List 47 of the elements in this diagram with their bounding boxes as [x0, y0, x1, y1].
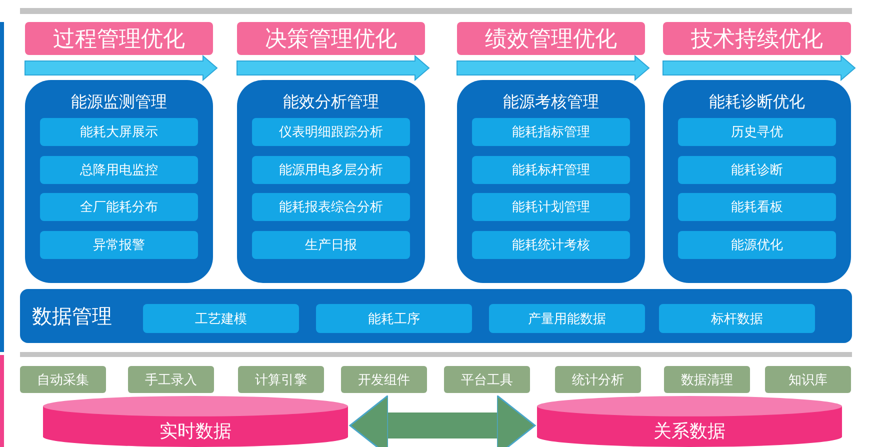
tool-box: 统计分析	[555, 366, 641, 393]
function-box: 能耗看板	[678, 193, 836, 221]
label-text: 关系数据	[654, 420, 726, 442]
function-box: 产量用能数据	[489, 304, 645, 333]
module-panel	[25, 80, 213, 283]
module-title: 能源考核管理	[503, 92, 599, 113]
module-title: 能耗诊断优化	[709, 92, 805, 113]
function-box: 仪表明细跟踪分析	[252, 118, 410, 146]
database-cylinder	[43, 396, 348, 447]
function-box: 生产日报	[252, 230, 410, 258]
module-panel	[237, 80, 425, 283]
database-cylinder	[537, 396, 842, 447]
function-box: 能耗诊断	[678, 156, 836, 184]
tool-box: 知识库	[765, 366, 851, 393]
stage-header: 过程管理优化	[25, 22, 213, 55]
function-box: 历史寻优	[678, 118, 836, 146]
function-box: 能源优化	[678, 230, 836, 258]
function-box: 能耗大屏展示	[40, 118, 198, 146]
function-box: 能耗计划管理	[472, 193, 630, 221]
stage-header: 决策管理优化	[237, 22, 425, 55]
tool-box: 手工录入	[128, 366, 214, 393]
function-box: 标杆数据	[659, 304, 815, 333]
stage-header: 绩效管理优化	[457, 22, 645, 55]
function-box: 总降用电监控	[40, 156, 198, 184]
module-panel	[663, 80, 851, 283]
double-arrow	[349, 394, 536, 447]
function-box: 能耗指标管理	[472, 118, 630, 146]
stage-header: 技术持续优化	[663, 22, 851, 55]
tool-box: 平台工具	[444, 366, 530, 393]
module-title: 数据管理	[32, 302, 112, 330]
function-box: 能耗报表综合分析	[252, 193, 410, 221]
module-panel	[457, 80, 645, 283]
tool-box: 自动采集	[20, 366, 106, 393]
function-box: 异常报警	[40, 230, 198, 258]
function-box: 全厂能耗分布	[40, 193, 198, 221]
label-text: 实时数据	[160, 420, 232, 442]
function-box: 工艺建模	[143, 304, 299, 333]
function-box: 能源用电多层分析	[252, 156, 410, 184]
function-box: 能耗统计考核	[472, 230, 630, 258]
function-box: 能耗标杆管理	[472, 156, 630, 184]
data-panel	[20, 289, 852, 343]
tool-box: 计算引擎	[238, 366, 324, 393]
function-box: 能耗工序	[316, 304, 472, 333]
tool-box: 开发组件	[341, 366, 427, 393]
tool-box: 数据清理	[664, 366, 750, 393]
module-title: 能源监测管理	[71, 92, 167, 113]
module-title: 能效分析管理	[283, 92, 379, 113]
